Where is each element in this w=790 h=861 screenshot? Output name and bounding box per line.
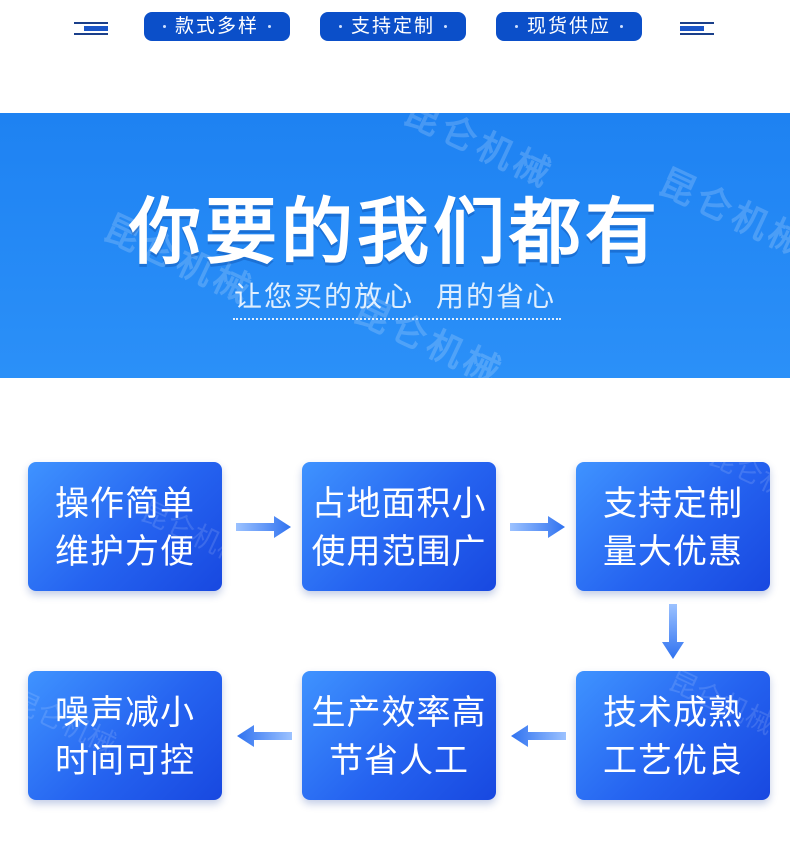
card-line-1: 支持定制 (603, 484, 743, 524)
card-line-1: 技术成熟 (603, 693, 743, 733)
arrow-down-icon (662, 604, 684, 659)
dotted-divider (233, 318, 561, 320)
feature-card-customization: 昆仑机械 支持定制 量大优惠 (576, 462, 770, 591)
card-line-2: 工艺优良 (603, 741, 743, 781)
feature-card-easy-operation: 昆仑机械 操作简单 维护方便 (28, 462, 222, 591)
hero-subtitle-b: 用的省心 (436, 280, 557, 313)
decorative-lines-right (680, 22, 714, 36)
tag-label: 款式多样 (174, 15, 259, 37)
arrow-left-icon (237, 725, 292, 747)
card-line-2: 节省人工 (329, 741, 469, 781)
card-line-2: 使用范围广 (311, 532, 487, 572)
card-line-1: 生产效率高 (311, 693, 487, 733)
card-line-2: 时间可控 (55, 741, 195, 781)
tag-styles: 款式多样 (144, 12, 290, 41)
tag-customization: 支持定制 (320, 12, 466, 41)
card-line-2: 量大优惠 (603, 532, 743, 572)
tag-label: 现货供应 (526, 15, 611, 37)
feature-card-efficiency: 生产效率高 节省人工 (302, 671, 496, 800)
hero-subtitle-a: 让您买的放心 (233, 280, 414, 313)
arrow-right-icon (236, 516, 291, 538)
card-line-1: 占地面积小 (311, 484, 487, 524)
decorative-lines-left (74, 22, 108, 36)
tag-label: 支持定制 (350, 15, 435, 37)
arrow-left-icon (511, 725, 566, 747)
arrow-right-icon (510, 516, 565, 538)
hero-title: 你要的我们都有 (128, 190, 661, 274)
feature-card-low-noise: 昆仑机械 噪声减小 时间可控 (28, 671, 222, 800)
hero-subtitle: 让您买的放心用的省心 (0, 275, 790, 315)
card-line-1: 操作简单 (55, 484, 195, 524)
hero-banner: 昆仑机械 昆仑机械 昆仑机械 昆仑机械 你要的我们都有 让您买的放心用的省心 (0, 113, 790, 378)
card-line-1: 噪声减小 (55, 693, 195, 733)
tag-in-stock: 现货供应 (496, 12, 642, 41)
feature-card-compact: 占地面积小 使用范围广 (302, 462, 496, 591)
feature-card-mature-tech: 昆仑机械 技术成熟 工艺优良 (576, 671, 770, 800)
tag-bar: 款式多样 支持定制 现货供应 (0, 0, 790, 60)
card-line-2: 维护方便 (55, 532, 195, 572)
